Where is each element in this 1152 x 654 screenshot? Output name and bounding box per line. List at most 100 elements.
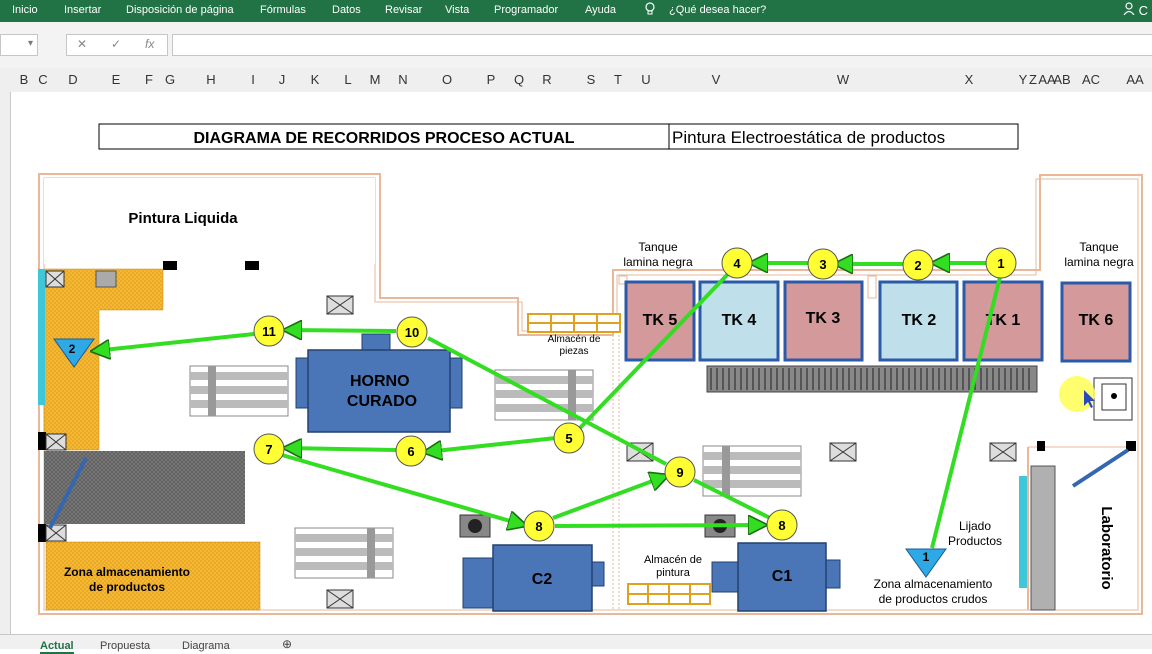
- mouse-cursor-icon: [1084, 390, 1095, 408]
- column-header[interactable]: V: [711, 72, 721, 87]
- triangle-label: 2: [69, 342, 76, 356]
- column-header[interactable]: Y: [1018, 72, 1028, 87]
- step-node-4: 4: [721, 247, 753, 279]
- tank-tk2: TK 2: [878, 280, 959, 362]
- column-header[interactable]: X: [964, 72, 974, 87]
- flow-arrow-9-10: [427, 336, 667, 466]
- column-header[interactable]: D: [68, 72, 78, 87]
- conveyor-arm: [48, 457, 88, 529]
- ribbon-tab-vista[interactable]: Vista: [445, 4, 470, 16]
- door-marker: [38, 524, 46, 542]
- insert-function-button[interactable]: fx: [145, 37, 155, 51]
- c2-side: [591, 561, 605, 587]
- gray-hatched-area: [44, 451, 245, 524]
- column-header[interactable]: N: [398, 72, 408, 87]
- column-header[interactable]: I: [251, 72, 255, 87]
- c1-side: [711, 561, 739, 593]
- ribbon-tab-inicio[interactable]: Inicio: [12, 4, 38, 16]
- plant-inner-wall: [43, 177, 1139, 611]
- c2-label: C2: [532, 571, 553, 588]
- step-node-3: 3: [807, 248, 839, 280]
- step-node-10: 10: [396, 316, 428, 348]
- column-header[interactable]: Q: [513, 72, 525, 87]
- chevron-down-icon[interactable]: ▾: [27, 38, 33, 49]
- column-header[interactable]: B: [19, 72, 29, 87]
- plant-outer-wall: [38, 173, 1143, 615]
- diagram-title: DIAGRAMA DE RECORRIDOS PROCESO ACTUAL: [193, 130, 574, 147]
- ribbon-tab-ayuda[interactable]: Ayuda: [585, 4, 616, 16]
- step-node-7: 7: [253, 433, 285, 465]
- ribbon-tab-formulas[interactable]: Fórmulas: [260, 4, 306, 16]
- step-number: 6: [407, 444, 414, 459]
- crate-icon: [829, 442, 857, 462]
- column-header[interactable]: C: [38, 72, 48, 87]
- column-header[interactable]: Z: [1029, 72, 1037, 87]
- tell-me-search[interactable]: ¿Qué desea hacer?: [669, 4, 767, 16]
- name-box[interactable]: ▾: [0, 34, 38, 56]
- triangle-label: 1: [923, 550, 930, 564]
- door-marker: [38, 432, 46, 450]
- motor-icon: [468, 519, 482, 533]
- column-header[interactable]: M: [369, 72, 381, 87]
- column-header[interactable]: R: [542, 72, 552, 87]
- column-header[interactable]: AB: [1053, 72, 1071, 87]
- column-header[interactable]: AC: [1081, 72, 1101, 87]
- machine-block: [95, 270, 117, 288]
- tank-tk6: TK 6: [1060, 281, 1132, 363]
- horno-side: [295, 357, 309, 409]
- c2-side: [462, 557, 494, 609]
- laboratorio-label: Laboratorio: [1098, 506, 1115, 589]
- compressor-c1: [737, 542, 827, 612]
- step-number: 1: [997, 256, 1004, 271]
- column-header[interactable]: P: [486, 72, 496, 87]
- lab-door-arm: [1071, 448, 1130, 488]
- column-header[interactable]: S: [586, 72, 596, 87]
- formula-input[interactable]: [172, 34, 1152, 56]
- row-header-strip: [0, 92, 11, 634]
- sheet-tab-propuesta[interactable]: Propuesta: [100, 640, 151, 652]
- add-sheet-icon[interactable]: ⊕: [282, 637, 293, 651]
- flow-arrow-5-6: [426, 436, 557, 452]
- step-number: 2: [914, 258, 921, 273]
- cancel-icon[interactable]: ✕: [77, 37, 88, 51]
- column-header[interactable]: AA: [1126, 72, 1144, 87]
- lightbulb-icon: [644, 2, 656, 19]
- sheet-tab-actual[interactable]: Actual: [40, 640, 74, 654]
- column-header[interactable]: W: [836, 72, 850, 87]
- sheet-tab-bar: Actual Propuesta Diagrama ⊕: [0, 634, 1152, 654]
- wall-notch: [618, 275, 628, 285]
- column-header[interactable]: L: [344, 72, 352, 87]
- compressor-c2: [492, 544, 593, 612]
- ribbon-tab-insertar[interactable]: Insertar: [64, 4, 102, 16]
- sheet-tab-diagrama[interactable]: Diagrama: [182, 640, 230, 652]
- user-account[interactable]: C: [1123, 2, 1148, 18]
- column-header[interactable]: E: [111, 72, 121, 87]
- ribbon-tab-datos[interactable]: Datos: [332, 4, 361, 16]
- column-header[interactable]: J: [278, 72, 286, 87]
- column-header[interactable]: F: [145, 72, 153, 87]
- column-header[interactable]: O: [441, 72, 453, 87]
- tank-tk4: TK 4: [698, 280, 780, 362]
- column-header[interactable]: AA: [1038, 72, 1056, 87]
- flow-arrow-8-9: [552, 476, 666, 520]
- flow-arrow-10-11: [286, 330, 397, 331]
- ribbon-tab-revisar[interactable]: Revisar: [385, 4, 423, 16]
- door-marker: [245, 261, 259, 270]
- ribbon-tab-programador[interactable]: Programador: [494, 4, 559, 16]
- column-header[interactable]: H: [206, 72, 216, 87]
- step-number: 7: [265, 442, 272, 457]
- orange-storage-area: [43, 268, 164, 451]
- horno-label: HORNO CURADO: [347, 373, 417, 410]
- column-header[interactable]: G: [164, 72, 176, 87]
- enter-icon[interactable]: ✓: [111, 37, 122, 51]
- column-header[interactable]: K: [310, 72, 320, 87]
- roller-conveyor-ribs: [710, 368, 1030, 390]
- column-header[interactable]: T: [614, 72, 622, 87]
- ribbon-tab-disposicion[interactable]: Disposición de página: [126, 4, 234, 16]
- column-header[interactable]: U: [641, 72, 651, 87]
- step-node-1: 1: [985, 247, 1017, 279]
